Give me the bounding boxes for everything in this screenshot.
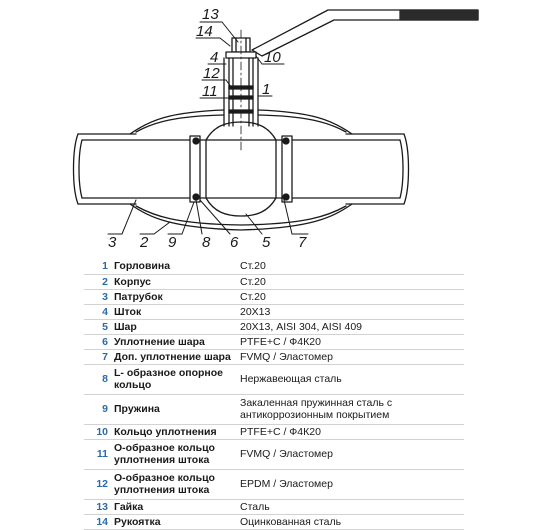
table-row: 2 Корпус Ст.20 [84,274,464,290]
row-number: 4 [84,304,114,320]
part-name: Горловина [114,259,240,275]
part-material: Оцинкованная сталь [240,514,464,530]
table-row: 5 Шар 20Х13, AISI 304, AISI 409 [84,319,464,335]
callout-10: 10 [264,49,281,66]
part-name: Патрубок [114,289,240,305]
part-name: Доп. уплотнение шара [114,349,240,365]
callout-7: 7 [298,234,307,251]
row-number: 12 [84,469,114,500]
row-number: 9 [84,394,114,425]
callout-1: 1 [262,81,270,98]
callout-5: 5 [262,234,271,251]
part-name: Гайка [114,499,240,515]
table-row: 14 Рукоятка Оцинкованная сталь [84,514,464,530]
callout-14: 14 [196,23,213,40]
part-material: Нержавеющая сталь [240,364,464,395]
callout-11: 11 [202,83,218,100]
callout-13: 13 [202,6,219,23]
pipe-right [291,133,410,205]
part-name: Пружина [114,394,240,425]
table-row: 7 Доп. уплотнение шара FVMQ / Эластомер [84,349,464,365]
table-row: 13 Гайка Сталь [84,499,464,515]
neck [223,29,259,151]
callout-labels: 13 14 4 10 12 1 11 3 2 9 8 6 5 7 [108,6,307,251]
table-row: 8 L- образное опорное кольцо Нержавеющая… [84,364,464,395]
seat-left [189,135,207,203]
row-number: 5 [84,319,114,335]
pipe-left [72,133,191,205]
row-number: 3 [84,289,114,305]
handle [251,9,479,57]
part-material: Сталь [240,499,464,515]
part-name: L- образное опорное кольцо [114,364,240,395]
part-material: EPDM / Эластомер [240,469,464,500]
row-number: 1 [84,259,114,275]
part-name: Шток [114,304,240,320]
part-material: 20Х13 [240,304,464,320]
part-name: Рукоятка [114,514,240,530]
table-row: 10 Кольцо уплотнения PTFE+C / Ф4К20 [84,424,464,440]
table-row: 11 О-образное кольцо уплотнения штока FV… [84,439,464,470]
part-name: Кольцо уплотнения [114,424,240,440]
table-row: 4 Шток 20Х13 [84,304,464,320]
ball [205,121,277,217]
row-number: 14 [84,514,114,530]
part-material: FVMQ / Эластомер [240,349,464,365]
callout-3: 3 [108,234,117,251]
part-material: Ст.20 [240,274,464,290]
table-row: 1 Горловина Ст.20 [84,259,464,275]
part-name: О-образное кольцо уплотнения штока [114,439,240,470]
row-number: 6 [84,334,114,350]
part-material: Ст.20 [240,259,464,275]
row-number: 7 [84,349,114,365]
callout-9: 9 [168,234,177,251]
part-name: Шар [114,319,240,335]
callout-4: 4 [210,49,218,66]
table-row: 9 Пружина Закаленная пружинная сталь с а… [84,394,464,425]
row-number: 10 [84,424,114,440]
part-material: PTFE+C / Ф4К20 [240,334,464,350]
parts-table: 1 Горловина Ст.20 2 Корпус Ст.20 3 Патру… [84,259,464,530]
callout-8: 8 [202,234,211,251]
row-number: 2 [84,274,114,290]
part-name: О-образное кольцо уплотнения штока [114,469,240,500]
callout-12: 12 [203,65,220,82]
part-material: Закаленная пружинная сталь с антикоррози… [240,394,464,425]
row-number: 8 [84,364,114,395]
leader-lines [107,21,309,235]
table-row: 6 Уплотнение шара PTFE+C / Ф4К20 [84,334,464,350]
table-row: 12 О-образное кольцо уплотнения штока EP… [84,469,464,500]
valve-drawing: 13 14 4 10 12 1 11 3 2 9 8 6 5 7 [0,0,560,256]
part-material: FVMQ / Эластомер [240,439,464,470]
table-row: 3 Патрубок Ст.20 [84,289,464,305]
seat-right [275,135,293,203]
callout-2: 2 [139,234,149,251]
part-material: PTFE+C / Ф4К20 [240,424,464,440]
callout-6: 6 [230,234,239,251]
part-material: Ст.20 [240,289,464,305]
row-number: 13 [84,499,114,515]
part-name: Уплотнение шара [114,334,240,350]
part-name: Корпус [114,274,240,290]
valve-body [129,109,353,231]
part-material: 20Х13, AISI 304, AISI 409 [240,319,464,335]
row-number: 11 [84,439,114,470]
